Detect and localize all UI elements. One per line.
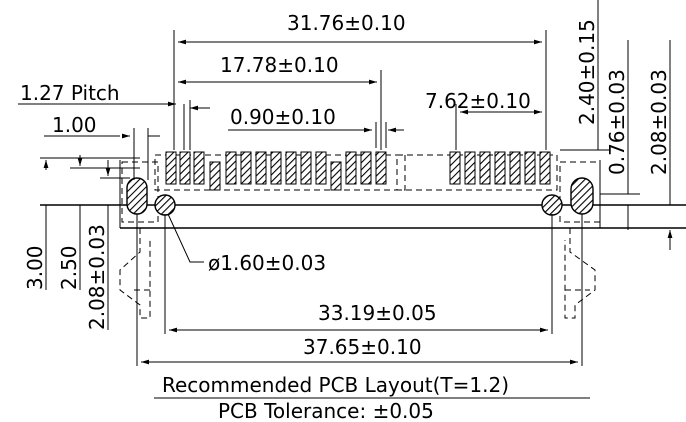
dim-2-08-left: 2.08±0.03 (85, 160, 130, 330)
dim-1-00: 1.00 (44, 113, 160, 180)
dim-3-00: 3.00 (23, 157, 140, 290)
slot-hole-left (126, 177, 148, 215)
dim-31-76: 31.76±0.10 (173, 11, 547, 150)
dim-31-76-label: 31.76±0.10 (287, 11, 406, 35)
caption-tolerance: PCB Tolerance: ±0.05 (218, 399, 434, 422)
pad-group-left (165, 151, 387, 191)
slot-hole-right (570, 177, 594, 215)
pad (193, 151, 205, 185)
pad (165, 151, 177, 185)
pad (464, 151, 476, 185)
pad (509, 151, 521, 185)
dim-37-65: 37.65±0.10 (136, 214, 583, 366)
pad (300, 151, 312, 185)
pad (375, 151, 387, 185)
pad (360, 151, 372, 185)
dim-1-00-label: 1.00 (52, 113, 97, 137)
pad (539, 151, 551, 185)
pad (479, 151, 491, 185)
locating-hole-left (154, 194, 176, 216)
dim-17-78: 17.78±0.10 (178, 53, 382, 150)
dim-hole-dia: ø1.60±0.03 (167, 213, 326, 275)
pad (449, 151, 461, 185)
pad (209, 161, 221, 191)
dim-2-50: 2.50 (57, 155, 140, 290)
dim-0-76-label: 0.76±0.03 (605, 69, 629, 175)
dim-33-19: 33.19±0.05 (164, 214, 553, 334)
dim-0-90: 0.90±0.10 (189, 100, 404, 150)
dim-17-78-label: 17.78±0.10 (220, 53, 339, 77)
dim-pitch: 1.27 Pitch (18, 81, 185, 150)
latch-outline-right (564, 228, 596, 319)
pad (179, 151, 191, 185)
caption: Recommended PCB Layout(T=1.2) PCB Tolera… (154, 373, 590, 422)
dim-2-40-label: 2.40±0.15 (575, 19, 599, 125)
dim-2-08-right-label: 2.08±0.03 (647, 69, 671, 175)
locating-hole-right (541, 194, 563, 216)
dim-2-50-label: 2.50 (57, 245, 81, 290)
pad (255, 151, 267, 185)
dim-3-00-label: 3.00 (23, 245, 47, 290)
pad (315, 151, 327, 185)
dim-2-08-left-label: 2.08±0.03 (85, 224, 109, 330)
dim-2-08-right: 2.08±0.03 (647, 40, 673, 250)
pad (345, 151, 357, 185)
dim-0-90-label: 0.90±0.10 (230, 105, 336, 129)
pad (524, 151, 536, 185)
pad-group-right (449, 151, 551, 185)
pad (330, 161, 342, 191)
pad (270, 151, 282, 185)
dim-33-19-label: 33.19±0.05 (318, 301, 437, 325)
pad (240, 151, 252, 185)
dim-0-76: 0.76±0.03 (600, 40, 640, 230)
pad (494, 151, 506, 185)
dim-pitch-label: 1.27 Pitch (20, 81, 120, 105)
dim-7-62-label: 7.62±0.10 (425, 89, 531, 113)
latch-outline-left (119, 228, 151, 319)
pad (285, 151, 297, 185)
pad (225, 151, 237, 185)
dim-37-65-label: 37.65±0.10 (303, 335, 422, 359)
dim-7-62: 7.62±0.10 (425, 89, 542, 150)
dim-2-40: 2.40±0.15 (560, 0, 610, 151)
dim-hole-dia-label: ø1.60±0.03 (208, 251, 326, 275)
caption-title: Recommended PCB Layout(T=1.2) (162, 373, 509, 397)
